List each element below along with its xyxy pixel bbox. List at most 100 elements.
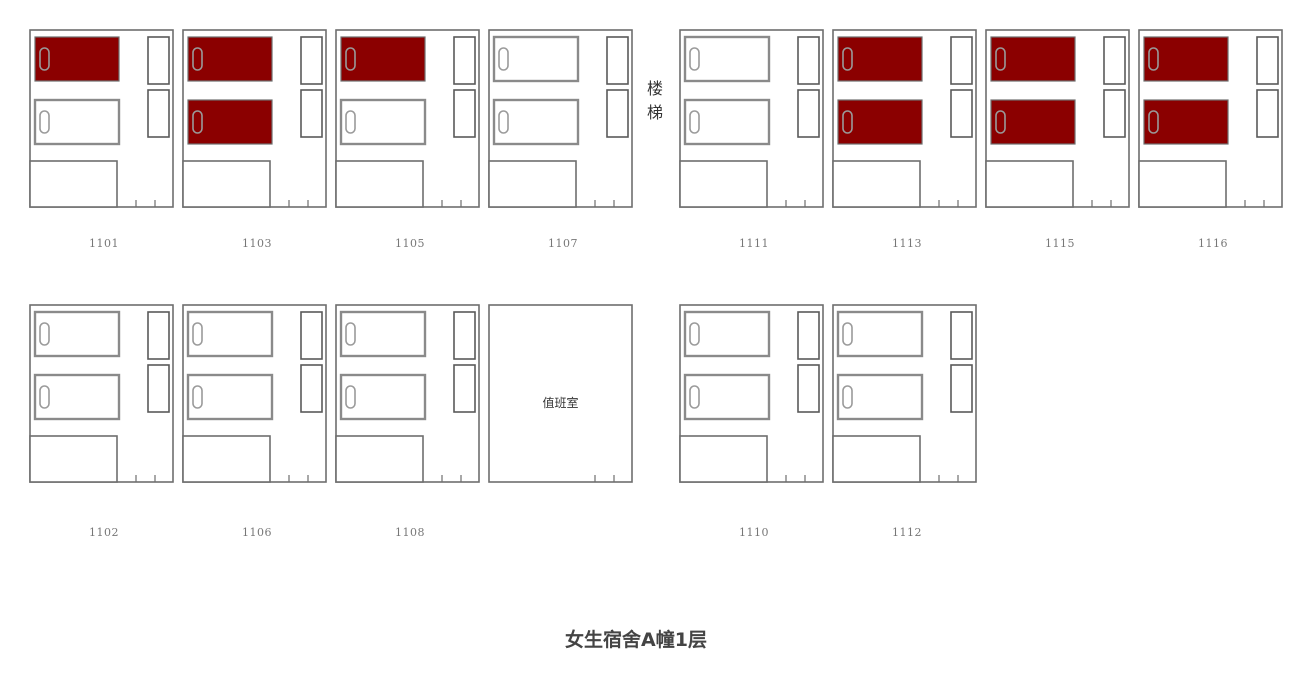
desk bbox=[182, 160, 271, 208]
stairs-label-top: 楼 bbox=[647, 79, 663, 98]
pillow-icon bbox=[498, 47, 509, 71]
room-number-label: 1111 bbox=[739, 237, 769, 250]
bed-free[interactable] bbox=[33, 373, 121, 421]
pillow-icon bbox=[192, 110, 203, 134]
bed-occupied[interactable] bbox=[187, 99, 273, 145]
desk bbox=[832, 435, 921, 483]
closet bbox=[606, 89, 629, 138]
pillow-icon bbox=[689, 110, 700, 134]
pillow-icon bbox=[345, 385, 356, 409]
room-number-label: 1108 bbox=[395, 526, 425, 539]
bed-occupied[interactable] bbox=[837, 36, 923, 82]
desk bbox=[29, 160, 118, 208]
room-number-label: 1107 bbox=[548, 237, 578, 250]
pillow-icon bbox=[995, 47, 1006, 71]
pillow-icon bbox=[39, 385, 50, 409]
pillow-icon bbox=[842, 47, 853, 71]
closet bbox=[797, 364, 820, 413]
pillow-icon bbox=[192, 322, 203, 346]
desk bbox=[488, 160, 577, 208]
bed-free[interactable] bbox=[683, 310, 771, 358]
closet bbox=[453, 36, 476, 85]
desk bbox=[679, 435, 768, 483]
room-number-label: 1105 bbox=[395, 237, 425, 250]
floor-title: 女生宿舍A幢1层 bbox=[565, 628, 707, 651]
bed-free[interactable] bbox=[339, 310, 427, 358]
room-1113[interactable] bbox=[832, 29, 977, 208]
room-1106[interactable] bbox=[182, 304, 327, 483]
closet bbox=[147, 364, 170, 413]
pillow-icon bbox=[39, 110, 50, 134]
pillow-icon bbox=[345, 322, 356, 346]
pillow-icon bbox=[345, 47, 356, 71]
bed-free[interactable] bbox=[683, 373, 771, 421]
room-number-label: 1106 bbox=[242, 526, 272, 539]
pillow-icon bbox=[995, 110, 1006, 134]
bed-free[interactable] bbox=[339, 373, 427, 421]
room-1107[interactable] bbox=[488, 29, 633, 208]
room-1102[interactable] bbox=[29, 304, 174, 483]
pillow-icon bbox=[689, 47, 700, 71]
bed-free[interactable] bbox=[33, 310, 121, 358]
room-outline bbox=[488, 304, 633, 483]
closet bbox=[147, 89, 170, 138]
closet bbox=[950, 36, 973, 85]
bed-free[interactable] bbox=[683, 98, 771, 146]
closet bbox=[606, 36, 629, 85]
bed-occupied[interactable] bbox=[340, 36, 426, 82]
closet bbox=[797, 89, 820, 138]
room-number-label: 1112 bbox=[892, 526, 922, 539]
bed-occupied[interactable] bbox=[990, 36, 1076, 82]
room-1101[interactable] bbox=[29, 29, 174, 208]
room-number-label: 1115 bbox=[1045, 237, 1075, 250]
closet bbox=[453, 89, 476, 138]
room-1105[interactable] bbox=[335, 29, 480, 208]
room-1112[interactable] bbox=[832, 304, 977, 483]
room-1115[interactable] bbox=[985, 29, 1130, 208]
room-1110[interactable] bbox=[679, 304, 824, 483]
bed-free[interactable] bbox=[186, 373, 274, 421]
room-1103[interactable] bbox=[182, 29, 327, 208]
room-number-label: 1103 bbox=[242, 237, 272, 250]
closet bbox=[1103, 36, 1126, 85]
room-number-label: 1116 bbox=[1198, 237, 1228, 250]
bed-occupied[interactable] bbox=[1143, 99, 1229, 145]
bed-free[interactable] bbox=[492, 98, 580, 146]
bed-occupied[interactable] bbox=[187, 36, 273, 82]
duty-room[interactable]: 值班室 bbox=[488, 304, 633, 483]
pillow-icon bbox=[39, 322, 50, 346]
bed-free[interactable] bbox=[492, 35, 580, 83]
room-1108[interactable] bbox=[335, 304, 480, 483]
closet bbox=[1256, 36, 1279, 85]
bed-free[interactable] bbox=[186, 310, 274, 358]
desk bbox=[182, 435, 271, 483]
bed-occupied[interactable] bbox=[1143, 36, 1229, 82]
desk bbox=[985, 160, 1074, 208]
desk bbox=[335, 160, 424, 208]
room-1116[interactable] bbox=[1138, 29, 1283, 208]
pillow-icon bbox=[689, 322, 700, 346]
bed-occupied[interactable] bbox=[34, 36, 120, 82]
bed-occupied[interactable] bbox=[837, 99, 923, 145]
pillow-icon bbox=[842, 110, 853, 134]
closet bbox=[147, 311, 170, 360]
bed-free[interactable] bbox=[836, 310, 924, 358]
pillow-icon bbox=[345, 110, 356, 134]
closet bbox=[1103, 89, 1126, 138]
closet bbox=[950, 89, 973, 138]
closet bbox=[797, 311, 820, 360]
bed-free[interactable] bbox=[339, 98, 427, 146]
closet bbox=[147, 36, 170, 85]
pillow-icon bbox=[842, 385, 853, 409]
bed-occupied[interactable] bbox=[990, 99, 1076, 145]
room-1111[interactable] bbox=[679, 29, 824, 208]
closet bbox=[1256, 89, 1279, 138]
closet bbox=[300, 89, 323, 138]
bed-free[interactable] bbox=[683, 35, 771, 83]
bed-free[interactable] bbox=[836, 373, 924, 421]
bed-free[interactable] bbox=[33, 98, 121, 146]
desk bbox=[335, 435, 424, 483]
closet bbox=[950, 311, 973, 360]
